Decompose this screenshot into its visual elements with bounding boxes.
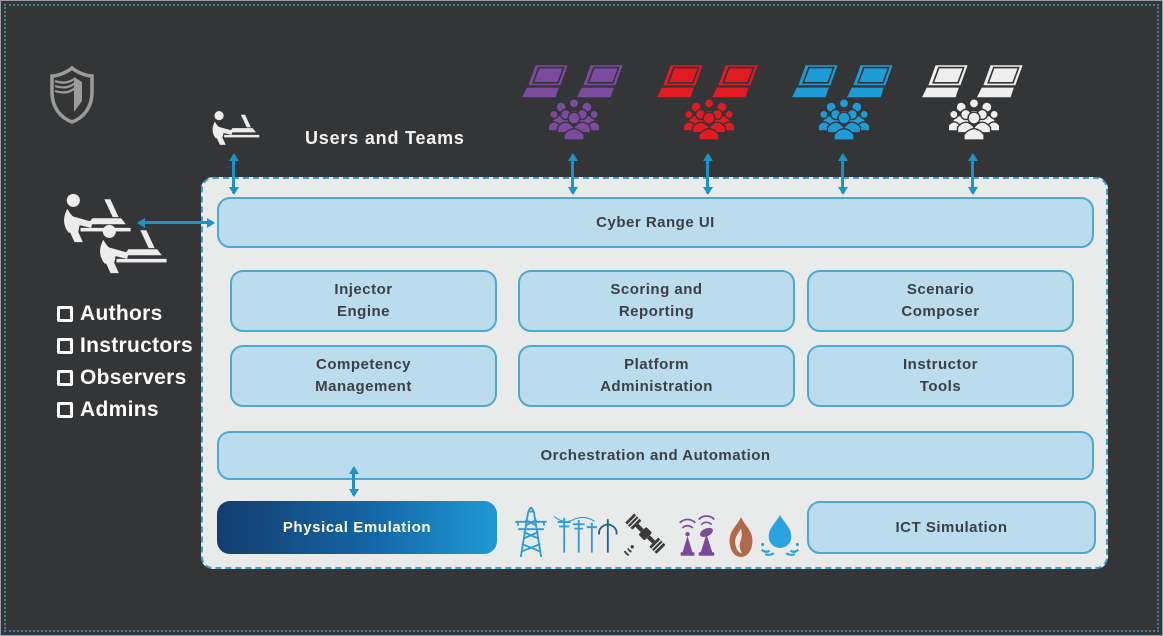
laptop-icon [522,65,570,99]
instructor-tools-box: Instructor Tools [807,345,1074,407]
scoring-reporting-box: Scoring and Reporting [518,270,795,332]
ict-simulation-box: ICT Simulation [807,501,1096,554]
transmission-tower-icon [512,507,550,557]
competency-management-box: Competency Management [230,345,497,407]
blue-user-group [792,65,896,153]
role-item: Admins [57,394,193,426]
orchestration-automation-box: Orchestration and Automation [217,431,1094,480]
people-group-icon [547,97,601,141]
checkbox-icon [57,370,73,386]
satellite-icon [622,511,668,557]
people-group-icon [817,97,871,141]
people-group-icon [947,97,1001,141]
arrow-users-to-ui [137,217,215,228]
checkbox-icon [57,306,73,322]
scenario-composer-box: Scenario Composer [807,270,1074,332]
laptop-icon [922,65,970,99]
arrow-red-group-to-panel [702,153,713,195]
gas-flame-icon [726,517,756,557]
user-roles-list: Authors Instructors Observers Admins [57,298,193,426]
checkbox-icon [57,402,73,418]
red-user-group [657,65,761,153]
white-user-group [922,65,1026,153]
purple-user-group [522,65,626,153]
role-item: Instructors [57,330,193,362]
injector-engine-box: Injector Engine [230,270,497,332]
laptop-icon [977,65,1025,99]
arrow-blue-group-to-panel [837,153,848,195]
utility-poles-icon [554,509,618,557]
platform-panel: Cyber Range UI Injector Engine Scoring a… [201,177,1108,569]
shield-logo-icon [50,65,94,124]
laptop-icon [847,65,895,99]
role-label: Observers [80,366,187,389]
checkbox-icon [57,338,73,354]
role-label: Instructors [80,334,193,357]
laptop-icon [792,65,840,99]
laptop-icon [712,65,760,99]
arrow-orchestration-to-physical [348,466,359,497]
user-at-laptop-icon [95,223,169,278]
arrow-user-to-panel [228,153,239,195]
laptop-icon [577,65,625,99]
platform-administration-box: Platform Administration [518,345,795,407]
people-group-icon [682,97,736,141]
cyber-range-ui-box: Cyber Range UI [217,197,1094,248]
role-label: Authors [80,302,163,325]
radio-antennas-icon [672,513,722,557]
role-item: Authors [57,298,193,330]
laptop-icon [657,65,705,99]
role-label: Admins [80,398,159,421]
role-item: Observers [57,362,193,394]
arrow-purple-group-to-panel [567,153,578,195]
physical-emulation-box: Physical Emulation [217,501,497,554]
user-at-laptop-icon [209,109,261,149]
water-drop-icon [760,513,800,557]
users-and-teams-label: Users and Teams [305,128,465,148]
arrow-white-group-to-panel [967,153,978,195]
infrastructure-icons-row [509,503,803,557]
